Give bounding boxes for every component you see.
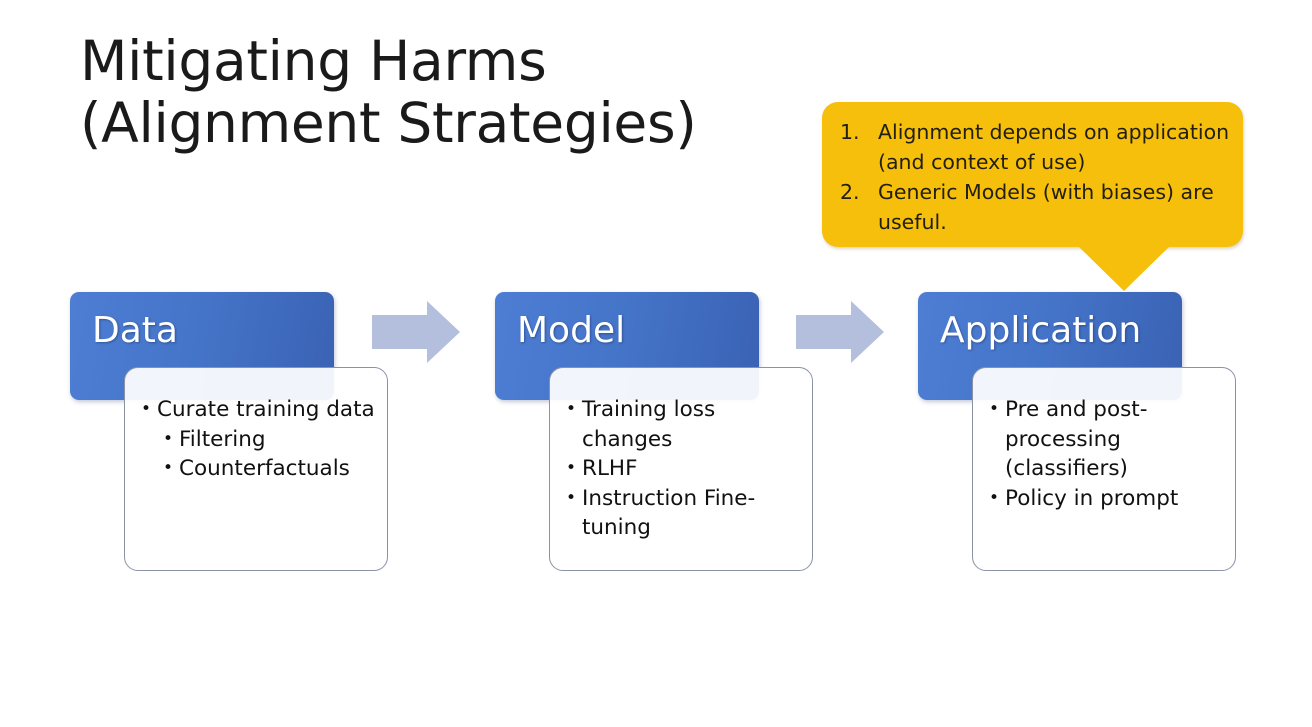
stage-card-data: • Curate training data • Filtering • Cou… [124,367,388,571]
list-item-label: Curate training data [157,397,375,422]
list-item-label: Filtering [179,426,266,452]
callout-tail-pointer [1077,245,1171,291]
stage-label-data: Data [92,310,178,351]
list-item-label: Training loss changes [582,397,716,452]
callout-item-text: Generic Models (with biases) are useful. [878,180,1214,234]
bullet-list-application: • Pre and post-processing (classifiers) … [973,368,1235,513]
right-arrow-icon-1 [372,301,460,363]
callout-item: 2. Generic Models (with biases) are usef… [840,177,1231,237]
callout-numbered-list: 1. Alignment depends on application (and… [822,102,1243,237]
stage-label-application: Application [940,310,1142,351]
callout-item-number: 2. [840,180,860,204]
list-item: • Counterfactuals [141,454,377,484]
list-item: • Pre and post-processing (classifiers) [989,395,1225,484]
right-arrow-icon-2 [796,301,884,363]
list-item-label: Pre and post-processing (classifiers) [1005,397,1148,481]
list-item: • Instruction Fine-tuning [566,484,802,543]
bullet-dot-icon: • [566,399,577,419]
list-item-label: Instruction Fine-tuning [582,485,756,541]
stage-card-model: • Training loss changes • RLHF • Instruc… [549,367,813,571]
bullet-dot-icon: • [141,399,152,419]
callout-bubble: 1. Alignment depends on application (and… [822,102,1243,291]
list-item: • Training loss changes [566,395,802,454]
bullet-dot-icon: • [163,458,174,478]
bullet-dot-icon: • [566,487,577,508]
bullet-dot-icon: • [989,487,1000,508]
bullet-list-data: • Curate training data • Filtering • Cou… [125,368,387,484]
stage-label-model: Model [517,310,626,351]
title-line-1: Mitigating Harms [80,29,547,93]
list-item: • Policy in prompt [989,484,1225,514]
callout-item-number: 1. [840,120,860,144]
list-item: • Filtering [141,425,377,455]
bullet-dot-icon: • [989,399,1000,419]
page-title: Mitigating Harms (Alignment Strategies) [80,30,800,154]
bullet-list-model: • Training loss changes • RLHF • Instruc… [550,368,812,543]
list-item: • Curate training data [141,395,377,425]
list-item-label: Policy in prompt [1005,485,1179,511]
list-item-label: Counterfactuals [179,456,350,481]
list-item: • RLHF [566,454,802,484]
bullet-dot-icon: • [566,458,577,478]
list-item-label: RLHF [582,456,638,481]
bullet-dot-icon: • [163,428,174,449]
callout-item-text: Alignment depends on application (and co… [878,120,1230,174]
stage-card-application: • Pre and post-processing (classifiers) … [972,367,1236,571]
callout-item: 1. Alignment depends on application (and… [840,117,1231,177]
title-line-2: (Alignment Strategies) [80,91,697,155]
callout-body [822,102,1243,247]
